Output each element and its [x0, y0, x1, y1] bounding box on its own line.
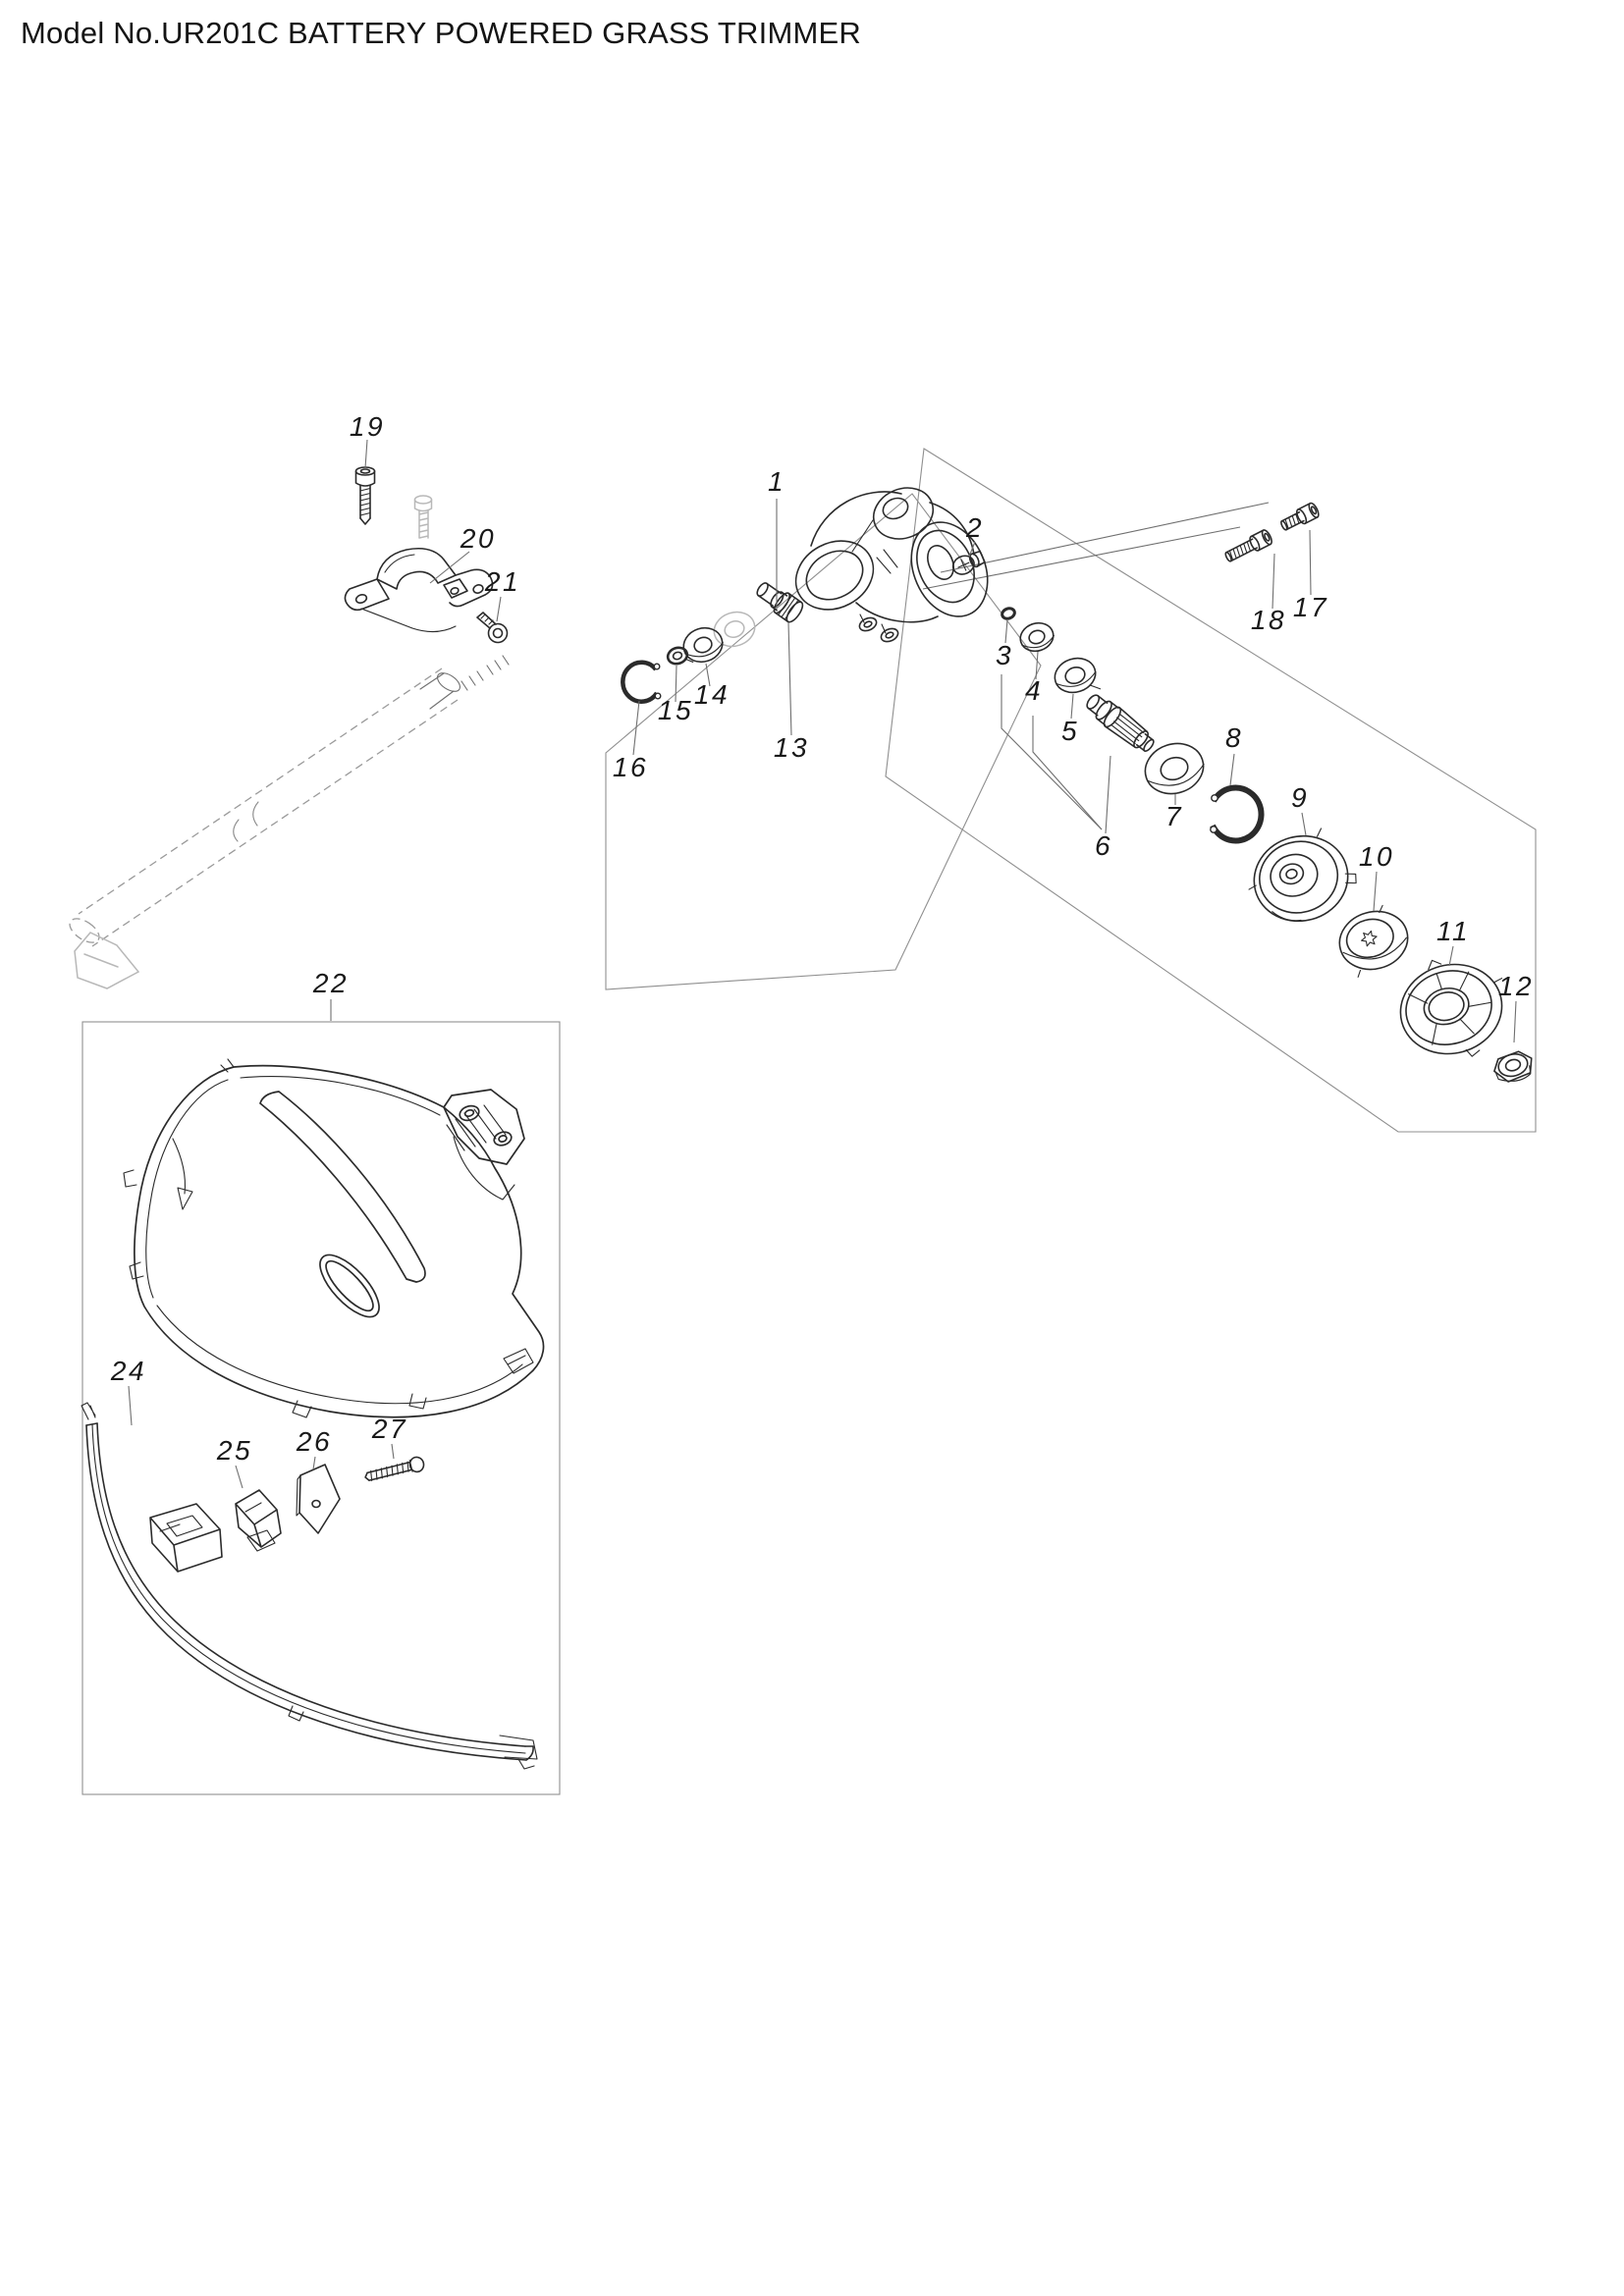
part-label-4: 4 — [1025, 675, 1043, 706]
part-label-10: 10 — [1359, 841, 1394, 872]
part-15-seal-washer — [666, 646, 694, 666]
leader-line-2 — [968, 541, 976, 558]
part-16-snap-ring — [621, 660, 662, 704]
part-label-11: 11 — [1436, 916, 1470, 946]
part-17-hex-socket-bolt — [1280, 502, 1320, 531]
part-label-12: 12 — [1498, 971, 1534, 1001]
reference-line-a — [1001, 674, 1103, 830]
leader-line-9 — [1301, 812, 1307, 836]
part-19-hex-socket-bolt — [354, 466, 376, 525]
part-11-protector-base — [1399, 959, 1503, 1057]
part-label-1: 1 — [768, 466, 785, 497]
part-label-26: 26 — [296, 1426, 332, 1457]
part-label-21: 21 — [484, 566, 520, 597]
part-label-20: 20 — [460, 523, 496, 554]
ghost-bolt — [413, 495, 433, 539]
part-label-9: 9 — [1291, 782, 1309, 813]
phantom-shaft-tube — [69, 655, 510, 989]
part-label-8: 8 — [1225, 722, 1243, 753]
part-7-ball-bearing — [1144, 742, 1205, 795]
part-label-27: 27 — [371, 1414, 407, 1444]
part-label-2: 2 — [965, 512, 984, 543]
part-label-7: 7 — [1165, 801, 1183, 831]
leader-line-27 — [391, 1443, 395, 1460]
leader-line-3 — [1004, 618, 1008, 644]
leader-line-4 — [1035, 651, 1039, 680]
leader-line-21 — [496, 596, 502, 622]
leader-line-8 — [1229, 753, 1235, 786]
leader-line-13 — [787, 621, 792, 736]
part-6-pinion-gear-shaft — [1086, 694, 1155, 753]
leader-line-5 — [1070, 693, 1074, 720]
leader-line-17 — [1309, 529, 1312, 596]
part-label-22: 22 — [312, 968, 349, 998]
part-label-24: 24 — [110, 1356, 146, 1386]
part-24-guard-extension-rail — [81, 1402, 538, 1770]
leader-line-15 — [675, 665, 677, 703]
bolt-17-route-line — [940, 502, 1270, 573]
part-label-18: 18 — [1251, 605, 1286, 635]
leader-line-12 — [1513, 1000, 1517, 1043]
part-8-retaining-ring — [1210, 784, 1265, 844]
part-2-pan-head-screw — [951, 550, 986, 575]
part-5-ball-bearing — [1054, 657, 1102, 694]
leader-line-10 — [1373, 871, 1378, 912]
page-title: Model No.UR201C BATTERY POWERED GRASS TR… — [21, 16, 861, 50]
part-14-bearing-race-ghost — [713, 611, 756, 648]
part-20-pipe-clamp — [344, 547, 494, 633]
part-22-protector-guard — [123, 1058, 545, 1418]
leader-line-20 — [429, 551, 470, 584]
part-14-ball-bearing — [682, 626, 724, 664]
part-3-o-ring — [1001, 607, 1016, 620]
leader-line-18 — [1272, 553, 1275, 610]
gear-case-group-boundary — [605, 493, 1042, 990]
leader-line-6 — [1105, 755, 1111, 834]
leader-line-25 — [235, 1465, 244, 1489]
part-label-3: 3 — [996, 640, 1013, 670]
reference-line-b — [1032, 716, 1103, 830]
bolt-18-route-line — [922, 526, 1241, 590]
part-1-gear-case — [794, 487, 989, 643]
spindle-group-boundary — [885, 448, 1537, 1133]
part-21-hex-socket-screw — [476, 612, 509, 644]
part-label-16: 16 — [613, 752, 648, 782]
part-label-25: 25 — [216, 1435, 252, 1466]
leader-line-24 — [128, 1385, 133, 1426]
part-13-coupling-shaft — [756, 582, 804, 623]
part-label-13: 13 — [774, 732, 809, 763]
part-9-spool-drum — [1248, 828, 1357, 923]
part-label-14: 14 — [694, 679, 730, 710]
guard-group-box — [81, 1021, 561, 1795]
part-10-cup-washer — [1338, 904, 1409, 978]
part-label-15: 15 — [658, 695, 693, 725]
part-label-5: 5 — [1061, 716, 1079, 746]
leader-line-19 — [364, 439, 368, 469]
part-18-hex-socket-bolt — [1224, 529, 1272, 562]
part-25-clamp-piece — [235, 1489, 282, 1552]
part-label-17: 17 — [1293, 592, 1328, 622]
part-4-flat-washer — [1019, 621, 1055, 653]
part-label-6: 6 — [1095, 830, 1112, 861]
leader-line-11 — [1448, 945, 1454, 967]
leader-line-14 — [705, 663, 711, 687]
part-27-tapping-screw — [364, 1456, 425, 1482]
leader-line-26 — [312, 1456, 316, 1470]
part-26-cutter-blade-plate — [296, 1464, 341, 1534]
part-12-lock-nut — [1493, 1050, 1533, 1083]
leader-line-16 — [632, 700, 640, 756]
part-label-19: 19 — [350, 411, 385, 442]
